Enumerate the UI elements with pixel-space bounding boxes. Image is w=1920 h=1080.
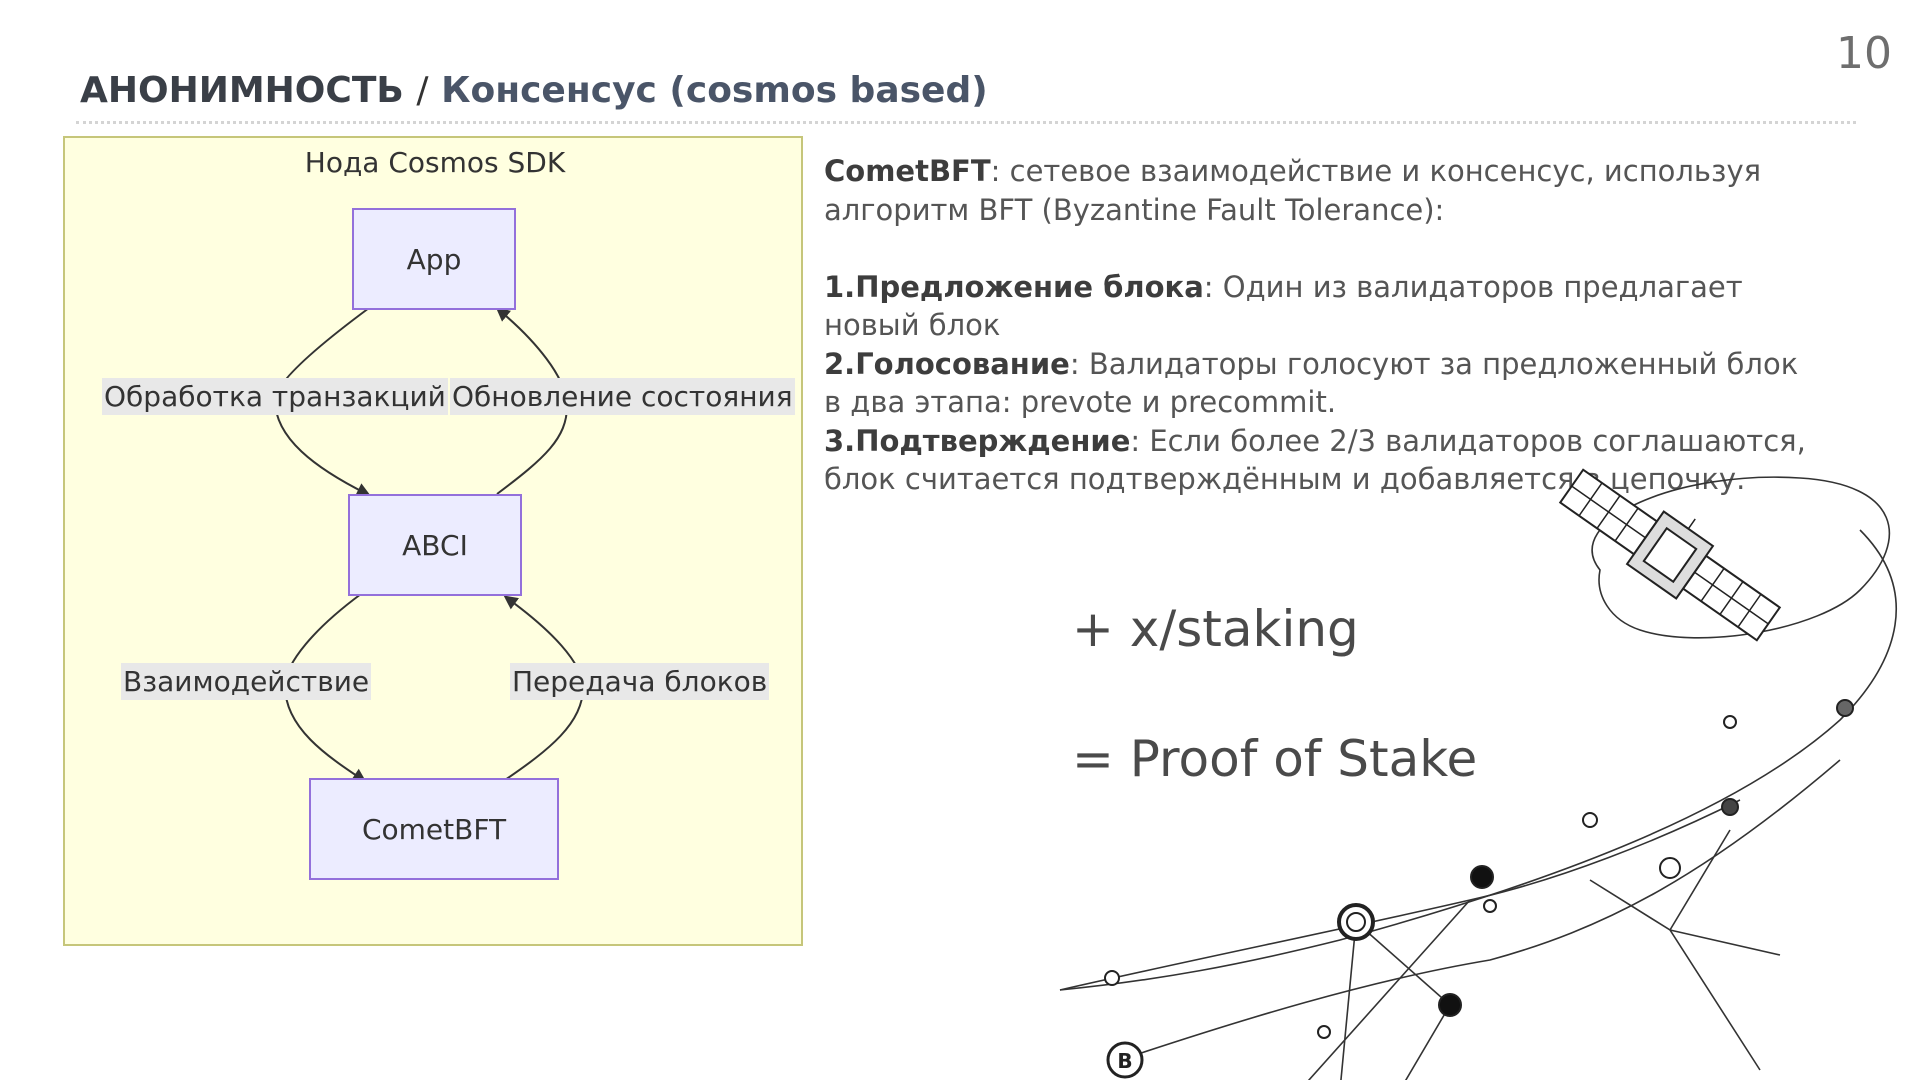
description-intro: CometBFT: сетевое взаимодействие и консе… [824,152,1824,229]
bitcoin-icon: B [1106,1041,1144,1079]
node-abci-label: ABCI [402,528,468,562]
title-main: АНОНИМНОСТЬ [80,70,404,111]
description: CometBFT: сетевое взаимодействие и консе… [824,152,1824,499]
node-app-label: App [406,242,462,276]
step-2-title: 2.Голосование [824,346,1070,381]
network-node [1346,912,1366,932]
step-2-text: : Валидаторы голосуют за предложенный бл… [824,346,1799,420]
network-line-2 [1119,759,1841,1061]
network-line-9 [1669,829,1731,931]
network-node [1659,857,1681,879]
node-app: App [352,208,516,310]
edge-label-interaction: Взаимодействие [121,663,372,700]
network-node [1317,1025,1331,1039]
satellite-icon [1558,468,1782,642]
network-illustration: B [1059,468,1897,1080]
step-2: 2.Голосование: Валидаторы голосуют за пр… [824,345,1824,422]
title-divider [76,121,1856,124]
network-node [1104,970,1120,986]
orbit-arc [1059,529,1897,991]
step-1-title: 1.Предложение блока [824,269,1204,304]
paragraph-gap [824,229,1824,268]
network-node [1470,865,1494,889]
intro-text: : сетевое взаимодействие и консенсус, ис… [824,154,1762,227]
node-abci: ABCI [348,494,522,596]
bitcoin-symbol: B [1117,1049,1132,1073]
edge-label-block-transfer: Передача блоков [510,663,770,700]
network-line-1 [1059,799,1741,991]
network-line-3 [1307,899,1471,1080]
step-3-title: 3.Подтверждение [824,423,1131,458]
network-node [1836,699,1854,717]
title-separator: / [416,70,429,111]
formula-proof-of-stake: = Proof of Stake [1072,730,1478,788]
network-line-4 [1340,921,1357,1080]
title-subtitle: Консенсус (cosmos based) [441,70,988,111]
orbit-ellipse [1591,476,1891,639]
network-node [1337,903,1375,941]
edge-label-tx-processing: Обработка транзакций [102,378,448,415]
step-1-text: : Один из валидаторов предлагает новый б… [824,269,1743,343]
network-line-7 [1589,879,1761,1071]
network-node [1723,715,1737,729]
step-1: 1.Предложение блока: Один из валидаторов… [824,268,1824,345]
cosmos-node-diagram: Нода Cosmos SDK App ABCI CometBFT Обрабо… [63,136,803,946]
intro-term: CometBFT [824,154,991,188]
cluster-label: Нода Cosmos SDK [304,146,566,179]
network-line-6 [1404,1004,1451,1080]
page-title: АНОНИМНОСТЬ / Консенсус (cosmos based) [80,70,988,111]
network-node [1721,798,1739,816]
network-line-5 [1355,921,1451,1006]
formula-staking: + x/staking [1072,600,1359,658]
network-node [1582,812,1598,828]
edge-label-state-update: Обновление состояния [450,378,795,415]
network-line-8 [1669,929,1781,956]
network-node [1483,899,1497,913]
network-node [1438,993,1462,1017]
page-number: 10 [1836,28,1892,79]
node-cometbft: CometBFT [309,778,559,880]
node-cometbft-label: CometBFT [361,812,507,846]
